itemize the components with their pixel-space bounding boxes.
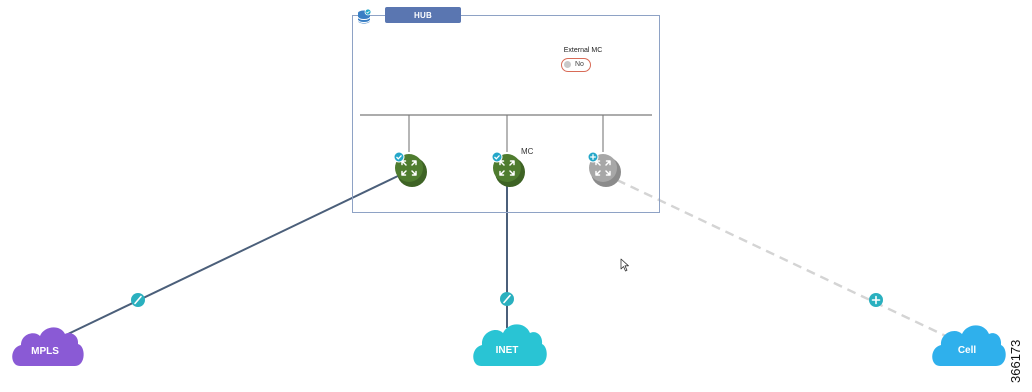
cell-link-add-icon[interactable] <box>869 293 883 307</box>
cell-link[interactable] <box>616 178 951 340</box>
mpls-cloud[interactable]: MPLS <box>12 327 84 366</box>
hub-container[interactable] <box>352 15 660 213</box>
external-mc-label: External MC <box>563 47 603 54</box>
database-icon <box>357 9 372 24</box>
cell-cloud-label: Cell <box>958 345 977 356</box>
mpls-link-edit-icon[interactable] <box>131 293 145 307</box>
external-mc-toggle[interactable]: No <box>561 58 591 72</box>
mouse-cursor-icon <box>620 258 629 272</box>
inet-cloud-label: INET <box>496 345 519 356</box>
cell-cloud[interactable]: Cell <box>932 325 1006 366</box>
router-inet-check-icon <box>491 151 503 163</box>
inet-link-edit-icon[interactable] <box>500 292 514 306</box>
toggle-knob <box>564 61 571 68</box>
hub-title-tab[interactable]: HUB <box>385 7 461 23</box>
router-cell-add-icon[interactable] <box>587 151 599 163</box>
inet-cloud[interactable]: INET <box>473 324 547 366</box>
toggle-value: No <box>575 61 584 68</box>
router-mpls-check-icon <box>393 151 405 163</box>
mpls-cloud-label: MPLS <box>31 346 59 357</box>
mc-label: MC <box>521 147 534 156</box>
figure-id: 366173 <box>1008 339 1023 383</box>
mpls-link[interactable] <box>67 174 401 335</box>
hub-title: HUB <box>414 10 432 20</box>
